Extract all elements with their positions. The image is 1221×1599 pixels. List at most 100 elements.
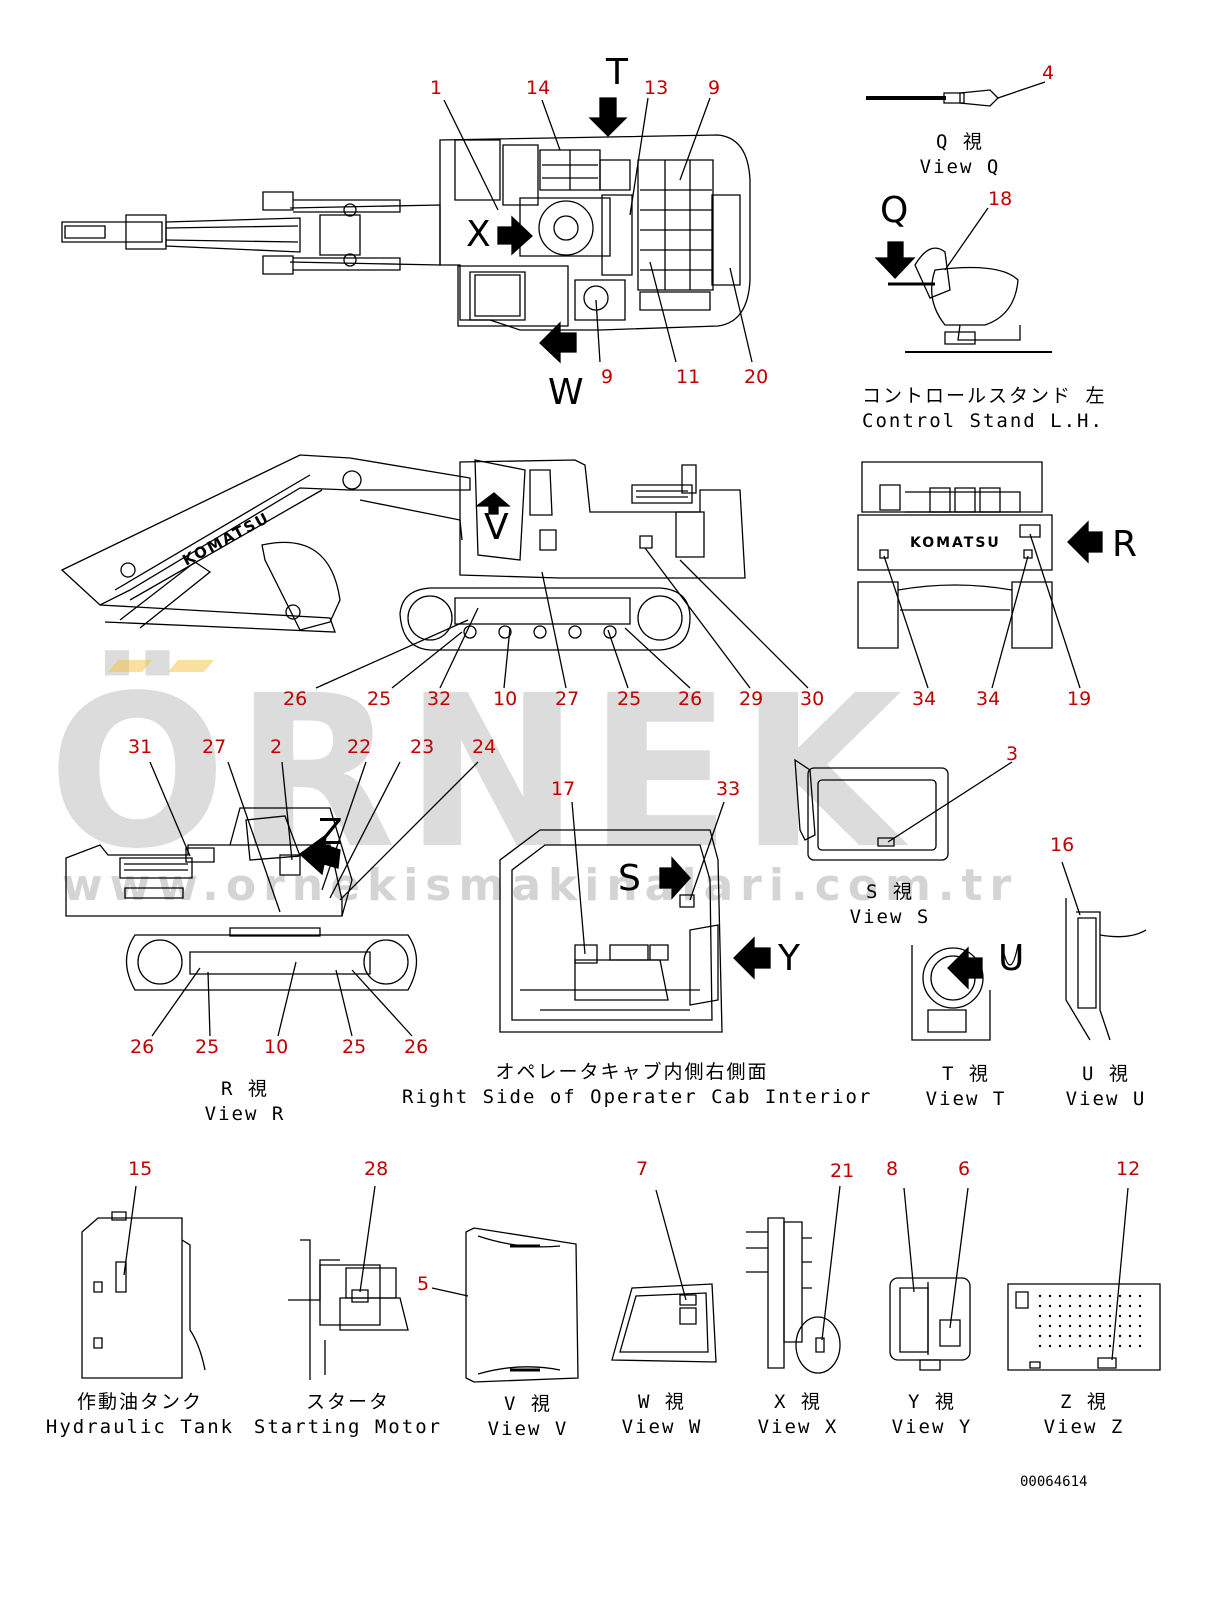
panel-dot	[1128, 1294, 1132, 1298]
caption-cab-interior-en: Right Side of Operater Cab Interior	[402, 1086, 873, 1108]
cab-interior-drawing	[500, 802, 770, 1032]
caption-view-y-en: View Y	[891, 1416, 973, 1438]
caption-view-q: Q 視 View Q	[910, 130, 1010, 180]
view-t-drawing	[912, 945, 1018, 1040]
caption-view-r: R 視 View R	[195, 1077, 295, 1127]
view-q-drawing	[866, 82, 1052, 352]
view-r-drawing	[66, 762, 478, 1036]
panel-dot	[1088, 1334, 1092, 1338]
caption-cab-interior-jp: オペレータキャブ内側右側面	[495, 1061, 769, 1083]
panel-dot	[1098, 1294, 1102, 1298]
callout-21: 21	[830, 1160, 855, 1182]
callout-14: 14	[526, 77, 551, 99]
callout-33: 33	[716, 778, 741, 800]
callout-24: 24	[472, 736, 497, 758]
caption-starting-motor-jp: スタータ	[305, 1391, 390, 1413]
callout-10-side: 10	[493, 688, 518, 710]
callout-27-r: 27	[202, 736, 227, 758]
view-x-drawing	[746, 1186, 840, 1373]
panel-dot	[1078, 1304, 1082, 1308]
callout-10-r: 10	[264, 1036, 289, 1058]
panel-dot	[1108, 1334, 1112, 1338]
panel-dot	[1048, 1294, 1052, 1298]
callout-16: 16	[1050, 834, 1075, 856]
callout-25-r-b: 25	[342, 1036, 367, 1058]
caption-hydraulic-tank-jp: 作動油タンク	[76, 1391, 203, 1413]
panel-dot	[1068, 1334, 1072, 1338]
view-z-dot-grid	[1038, 1294, 1142, 1348]
brand-logo-rear: KOMATSU	[910, 535, 1001, 551]
panel-dot	[1068, 1344, 1072, 1348]
panel-dot	[1058, 1334, 1062, 1338]
panel-dot	[1048, 1314, 1052, 1318]
panel-dot	[1098, 1334, 1102, 1338]
side-view-drawing	[62, 455, 808, 688]
callout-9-bottom: 9	[601, 366, 614, 388]
document-number: 00064614	[1020, 1474, 1088, 1490]
caption-view-v-en: View V	[487, 1418, 569, 1440]
caption-view-u: U 視 View U	[1056, 1062, 1156, 1112]
callout-7: 7	[636, 1158, 649, 1180]
panel-dot	[1038, 1314, 1042, 1318]
callout-11: 11	[676, 366, 701, 388]
callout-2: 2	[270, 736, 283, 758]
callout-26-side-a: 26	[283, 688, 308, 710]
panel-dot	[1128, 1314, 1132, 1318]
panel-dot	[1038, 1344, 1042, 1348]
view-letter-q: Q	[880, 190, 909, 231]
callout-9-top: 9	[708, 77, 721, 99]
caption-hydraulic-tank-en: Hydraulic Tank	[45, 1416, 235, 1438]
panel-dot	[1098, 1324, 1102, 1328]
callout-22: 22	[347, 736, 372, 758]
panel-dot	[1058, 1324, 1062, 1328]
caption-view-q-en: View Q	[919, 156, 1001, 178]
panel-dot	[1078, 1314, 1082, 1318]
panel-dot	[1118, 1324, 1122, 1328]
view-letter-w: W	[548, 372, 584, 413]
caption-view-y: Y 視 View Y	[882, 1390, 982, 1440]
callout-19: 19	[1067, 688, 1092, 710]
watermark-text: ÖRNEK	[48, 650, 911, 895]
panel-dot	[1068, 1324, 1072, 1328]
panel-dot	[1088, 1344, 1092, 1348]
caption-view-x-en: View X	[757, 1416, 839, 1438]
panel-dot	[1058, 1294, 1062, 1298]
callout-26-r-b: 26	[404, 1036, 429, 1058]
view-letter-s: S	[618, 858, 641, 899]
caption-view-r-jp: R 視	[221, 1078, 269, 1100]
caption-view-y-jp: Y 視	[908, 1391, 956, 1413]
callout-25-side-a: 25	[367, 688, 392, 710]
panel-dot	[1048, 1334, 1052, 1338]
callout-27-side: 27	[555, 688, 580, 710]
panel-dot	[1098, 1314, 1102, 1318]
panel-dot	[1138, 1324, 1142, 1328]
caption-cab-interior: オペレータキャブ内側右側面 Right Side of Operater Cab…	[402, 1060, 873, 1110]
callout-25-r-a: 25	[195, 1036, 220, 1058]
callout-17: 17	[551, 778, 576, 800]
panel-dot	[1108, 1324, 1112, 1328]
caption-view-x-jp: X 視	[774, 1391, 822, 1413]
caption-view-w-en: View W	[621, 1416, 703, 1438]
callout-29: 29	[739, 688, 764, 710]
panel-dot	[1038, 1304, 1042, 1308]
panel-dot	[1048, 1344, 1052, 1348]
view-letter-y: Y	[778, 938, 800, 979]
callout-3: 3	[1006, 743, 1019, 765]
view-w-drawing	[612, 1190, 716, 1362]
panel-dot	[1038, 1294, 1042, 1298]
caption-control-stand-en: Control Stand L.H.	[862, 410, 1104, 432]
panel-dot	[1138, 1314, 1142, 1318]
callout-5: 5	[417, 1273, 430, 1295]
panel-dot	[1058, 1314, 1062, 1318]
rear-view-drawing	[858, 462, 1102, 688]
caption-view-t-en: View T	[925, 1088, 1007, 1110]
caption-view-r-en: View R	[204, 1103, 286, 1125]
top-view-drawing	[62, 98, 752, 362]
view-letter-x: X	[466, 214, 491, 255]
callout-4: 4	[1042, 62, 1055, 84]
starting-motor-drawing	[288, 1186, 408, 1380]
panel-dot	[1118, 1304, 1122, 1308]
view-y-drawing	[890, 1188, 970, 1370]
